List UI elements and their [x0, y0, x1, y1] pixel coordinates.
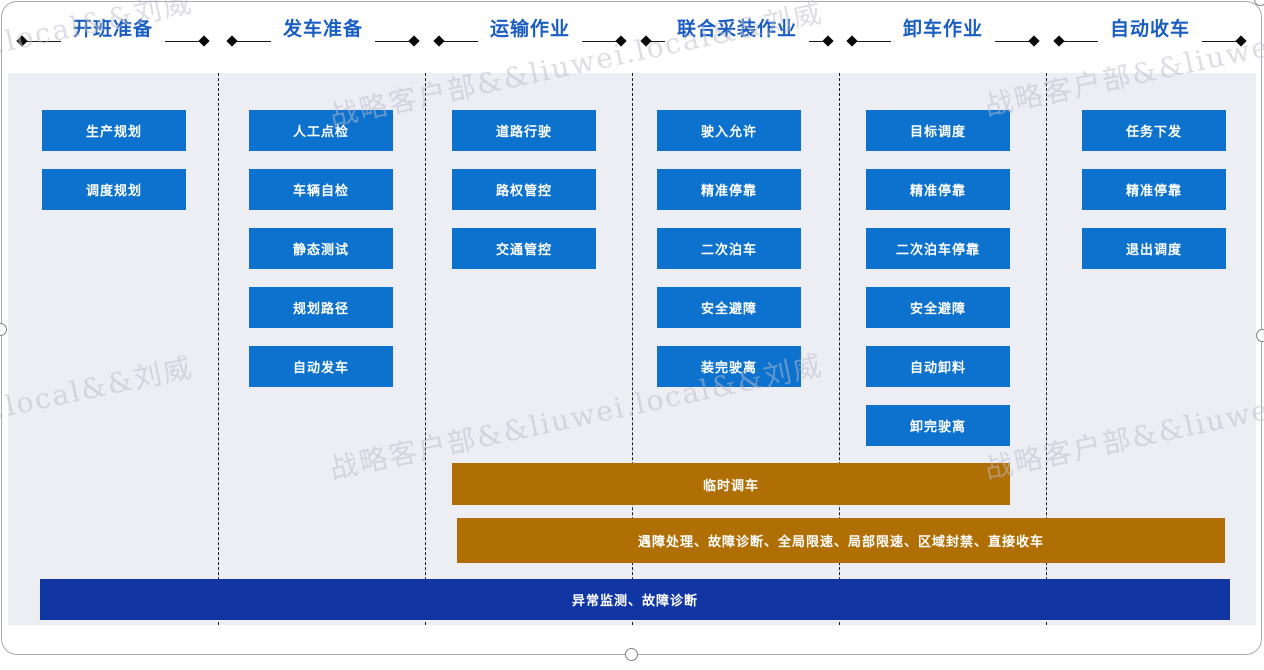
- task-box[interactable]: 任务下发: [1082, 110, 1226, 151]
- task-box[interactable]: 自动卸料: [866, 346, 1010, 387]
- task-box[interactable]: 道路行驶: [452, 110, 596, 151]
- task-box[interactable]: 安全避障: [657, 287, 801, 328]
- task-box[interactable]: 驶入允许: [657, 110, 801, 151]
- task-box[interactable]: 卸完驶离: [866, 405, 1010, 446]
- column-shift-prep: 生产规划 调度规划: [42, 110, 186, 228]
- header-line: [165, 41, 201, 42]
- diamond-icon: [1235, 35, 1247, 47]
- diamond-icon: [198, 35, 210, 47]
- column-auto-return: 任务下发 精准停靠 退出调度: [1082, 110, 1226, 287]
- task-box[interactable]: 人工点检: [249, 110, 393, 151]
- task-box[interactable]: 精准停靠: [866, 169, 1010, 210]
- phase-title: 开班准备: [73, 19, 154, 40]
- task-box[interactable]: 安全避障: [866, 287, 1010, 328]
- task-box[interactable]: 精准停靠: [1082, 169, 1226, 210]
- column-divider: [632, 73, 633, 625]
- header-line: [809, 41, 825, 42]
- diamond-icon: [846, 35, 858, 47]
- header-line: [1063, 41, 1098, 42]
- task-box[interactable]: 退出调度: [1082, 228, 1226, 269]
- task-box[interactable]: 装完驶离: [657, 346, 801, 387]
- column-unloading: 目标调度 精准停靠 二次泊车停靠 安全避障 自动卸料 卸完驶离: [866, 110, 1010, 464]
- header-line: [856, 41, 891, 42]
- header-line: [375, 41, 411, 42]
- phase-header-unloading: 卸车作业: [846, 19, 1040, 47]
- task-box[interactable]: 车辆自检: [249, 169, 393, 210]
- diamond-icon: [16, 35, 28, 47]
- phase-title: 联合采装作业: [677, 19, 798, 40]
- header-line: [26, 41, 61, 42]
- header-line: [443, 41, 478, 42]
- task-box[interactable]: 交通管控: [452, 228, 596, 269]
- resize-handle-left[interactable]: [0, 323, 7, 336]
- header-line: [650, 41, 665, 42]
- column-joint-loading: 驶入允许 精准停靠 二次泊车 安全避障 装完驶离: [657, 110, 801, 405]
- task-box[interactable]: 静态测试: [249, 228, 393, 269]
- task-box[interactable]: 目标调度: [866, 110, 1010, 151]
- diamond-icon: [226, 35, 238, 47]
- column-transport: 道路行驶 路权管控 交通管控: [452, 110, 596, 287]
- diamond-icon: [615, 35, 627, 47]
- temporary-dispatch-bar[interactable]: 临时调车: [452, 463, 1010, 505]
- task-box[interactable]: 自动发车: [249, 346, 393, 387]
- diamond-icon: [433, 35, 445, 47]
- phase-title: 卸车作业: [903, 19, 984, 40]
- phase-title: 发车准备: [283, 19, 364, 40]
- task-box[interactable]: 调度规划: [42, 169, 186, 210]
- task-box[interactable]: 路权管控: [452, 169, 596, 210]
- phase-header-auto-return: 自动收车: [1053, 19, 1247, 47]
- phase-header-joint-loading: 联合采装作业: [640, 19, 834, 47]
- header-line: [1202, 41, 1238, 42]
- resize-handle-top-right[interactable]: [1254, 0, 1264, 6]
- phase-title: 自动收车: [1110, 19, 1191, 40]
- header-line: [582, 41, 618, 42]
- diamond-icon: [408, 35, 420, 47]
- header-line: [995, 41, 1031, 42]
- resize-handle-right[interactable]: [1256, 329, 1264, 342]
- task-box[interactable]: 二次泊车停靠: [866, 228, 1010, 269]
- exception-handling-bar[interactable]: 遇障处理、故障诊断、全局限速、局部限速、区域封禁、直接收车: [457, 518, 1225, 563]
- diamond-icon: [822, 35, 834, 47]
- phase-header-departure-prep: 发车准备: [226, 19, 420, 47]
- phase-header-shift-prep: 开班准备: [16, 19, 210, 47]
- column-divider: [839, 73, 840, 625]
- diamond-icon: [1053, 35, 1065, 47]
- task-box[interactable]: 二次泊车: [657, 228, 801, 269]
- phase-title: 运输作业: [490, 19, 571, 40]
- task-box[interactable]: 规划路径: [249, 287, 393, 328]
- column-divider: [218, 73, 219, 625]
- diamond-icon: [1028, 35, 1040, 47]
- phase-header-transport: 运输作业: [433, 19, 627, 47]
- anomaly-monitoring-bar[interactable]: 异常监测、故障诊断: [40, 579, 1230, 620]
- diamond-icon: [640, 35, 652, 47]
- column-divider: [1046, 73, 1047, 625]
- header-line: [236, 41, 271, 42]
- task-box[interactable]: 生产规划: [42, 110, 186, 151]
- column-divider: [425, 73, 426, 625]
- resize-handle-bottom[interactable]: [625, 648, 638, 661]
- column-departure-prep: 人工点检 车辆自检 静态测试 规划路径 自动发车: [249, 110, 393, 405]
- task-box[interactable]: 精准停靠: [657, 169, 801, 210]
